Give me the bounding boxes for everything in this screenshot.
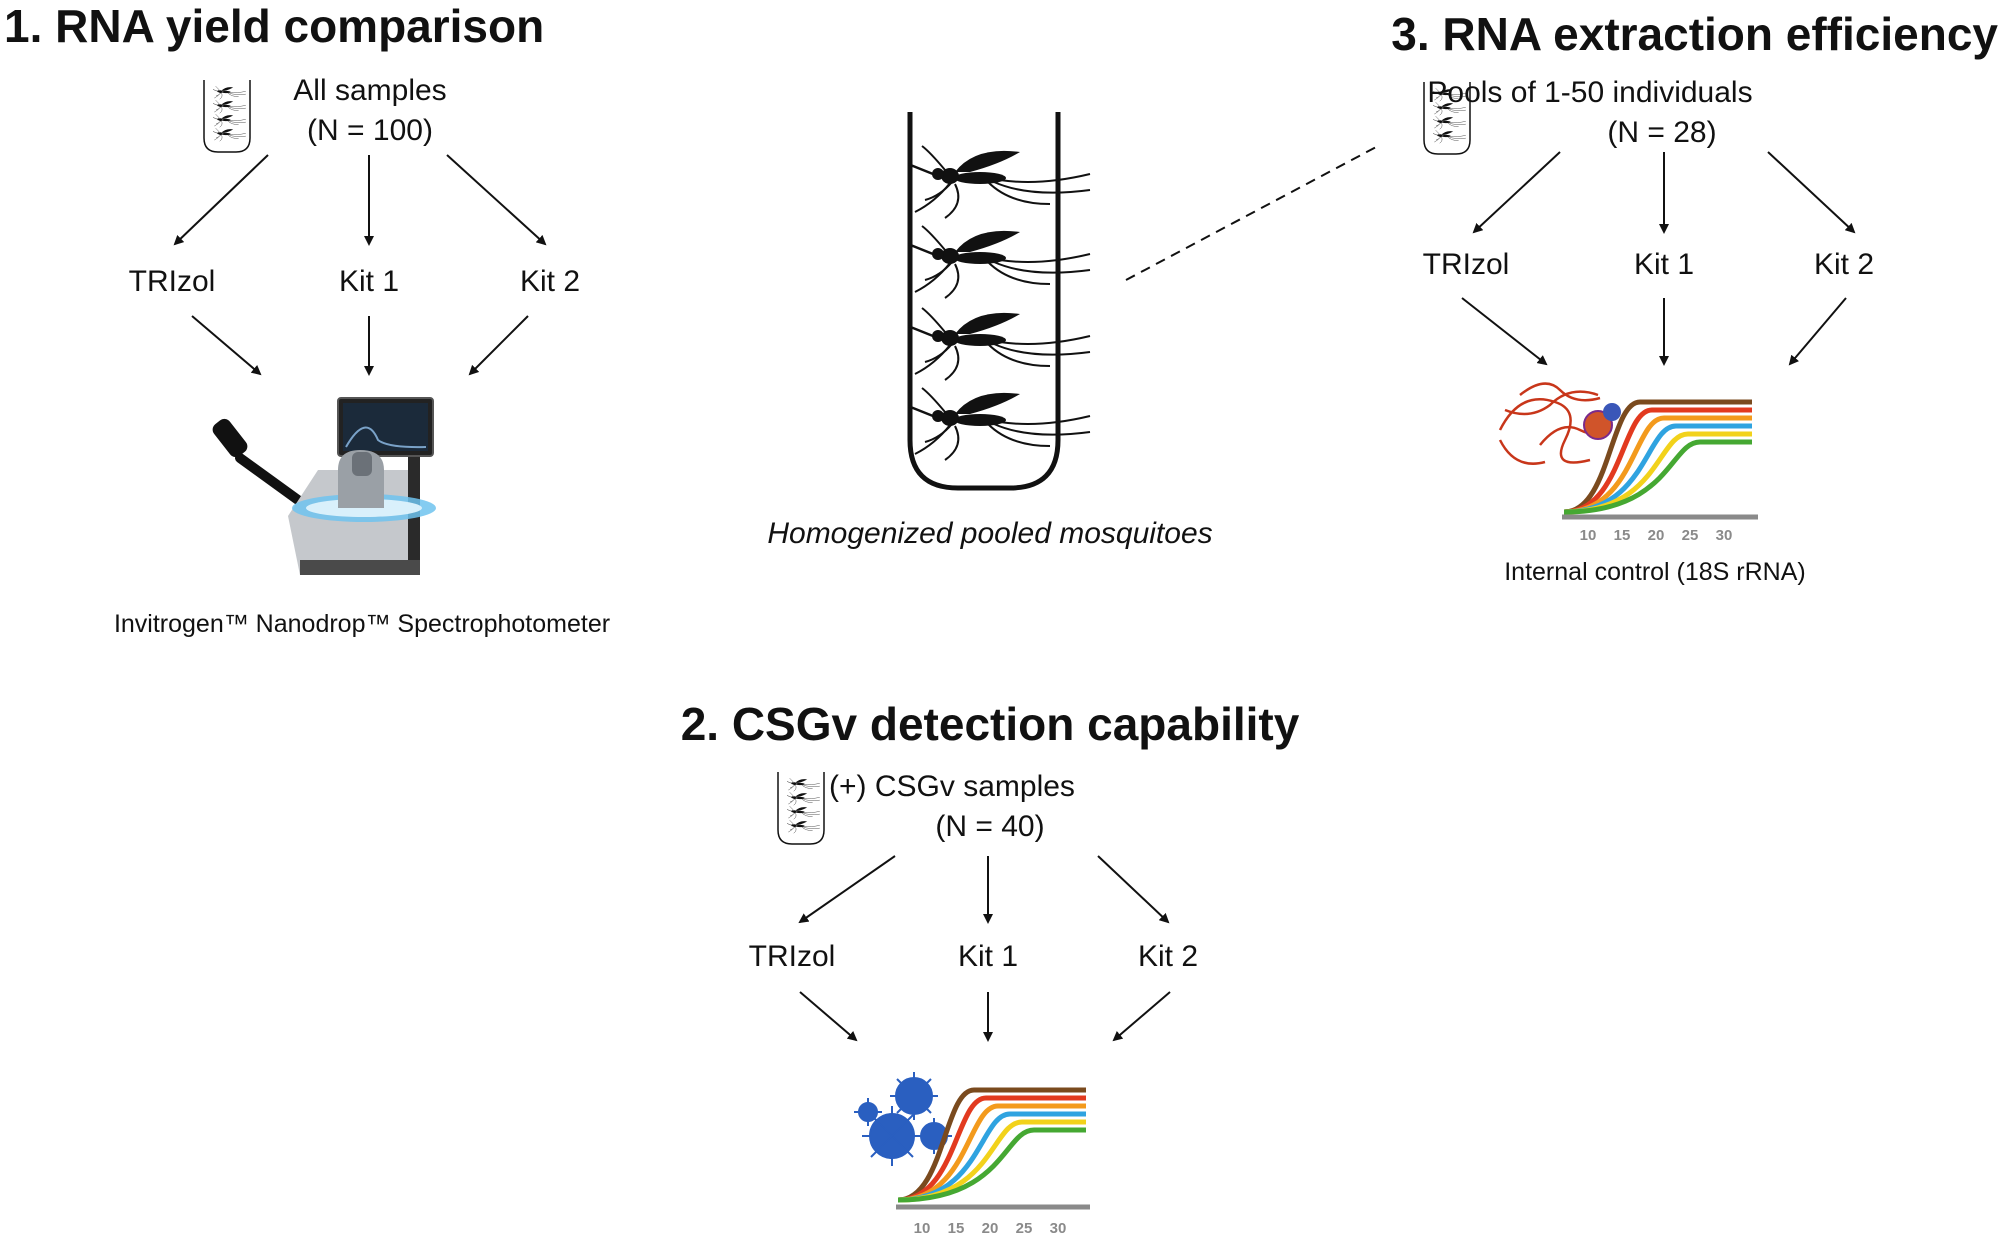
axis-tick-label: 25: [1016, 1220, 1033, 1237]
panel1-sample-line1: All samples: [293, 74, 446, 107]
arrow: [1097, 855, 1170, 924]
panel1-title: 1. RNA yield comparison: [4, 0, 544, 52]
pipette-icon: [212, 418, 308, 524]
mosquito-icon: [906, 144, 1092, 220]
panel-extraction-efficiency: 3. RNA extraction efficiency Pools of 1-…: [1391, 8, 1998, 586]
arrow: [446, 154, 547, 246]
axis-tick-label: 30: [1050, 1220, 1067, 1237]
sample-tube-icon: [778, 772, 824, 844]
arrow: [191, 315, 262, 376]
arrow: [173, 154, 269, 246]
arrow: [468, 315, 529, 376]
panel3-title: 3. RNA extraction efficiency: [1391, 8, 1998, 60]
axis-tick-label: 30: [1716, 527, 1733, 544]
method-label: Kit 2: [520, 265, 580, 298]
arrow: [1788, 297, 1847, 366]
panel2-sample-line1: (+) CSGv samples: [829, 770, 1075, 803]
panel3-caption: Internal control (18S rRNA): [1504, 558, 1806, 586]
axis-tick-label: 25: [1682, 527, 1699, 544]
mosquito-icon: [906, 386, 1092, 462]
axis-tick-label: 10: [1580, 527, 1597, 544]
rrna-structure-icon: [1498, 382, 1621, 465]
mosquito-icon: [906, 224, 1092, 300]
axis-tick-label: 10: [914, 1220, 931, 1237]
center-tube: Homogenized pooled mosquitoes: [767, 112, 1379, 550]
arrow: [1461, 297, 1548, 366]
panel3-sample-line1: Pools of 1-50 individuals: [1427, 76, 1752, 109]
mosquito-icon: [906, 306, 1092, 382]
sample-tube-icon: [204, 80, 250, 152]
qpcr-curves-lower: 10 15 20 25 30: [896, 1087, 1090, 1237]
method-label: Kit 1: [958, 940, 1018, 973]
method-label: TRIzol: [749, 940, 836, 973]
virus-icon: [854, 1072, 952, 1166]
axis-tick-label: 15: [1614, 527, 1631, 544]
axis-tick-label: 20: [1648, 527, 1665, 544]
test-tube-outline: [907, 112, 1061, 491]
spectrophotometer-icon: [288, 397, 436, 575]
panel2-title: 2. CSGv detection capability: [681, 698, 1300, 750]
method-label: Kit 2: [1814, 248, 1874, 281]
arrow: [798, 855, 896, 924]
method-label: TRIzol: [129, 265, 216, 298]
dashed-connector: [1125, 145, 1379, 281]
arrow: [1472, 151, 1561, 234]
axis-tick-label: 15: [948, 1220, 965, 1237]
method-label: Kit 1: [1634, 248, 1694, 281]
method-label: TRIzol: [1423, 248, 1510, 281]
method-label: Kit 2: [1138, 940, 1198, 973]
tube-caption: Homogenized pooled mosquitoes: [767, 517, 1212, 550]
qpcr-curve: [897, 1127, 1086, 1203]
arrow: [1112, 991, 1171, 1042]
qpcr-curves-upper: 10 15 20 25 30: [1562, 399, 1758, 544]
panel-csgv-detection: 2. CSGv detection capability (+) CSGv sa…: [681, 698, 1300, 1237]
method-label: Kit 1: [339, 265, 399, 298]
axis-tick-label: 20: [982, 1220, 999, 1237]
panel1-sample-line2: (N = 100): [307, 114, 433, 147]
panel-rna-yield: 1. RNA yield comparison All samples (N =…: [4, 0, 610, 638]
instrument-caption: Invitrogen™ Nanodrop™ Spectrophotometer: [114, 610, 610, 638]
arrow: [799, 991, 858, 1042]
arrow: [1767, 151, 1856, 234]
panel3-sample-line2: (N = 28): [1607, 116, 1716, 149]
qpcr-curve: [1563, 439, 1752, 515]
panel2-sample-line2: (N = 40): [935, 810, 1044, 843]
